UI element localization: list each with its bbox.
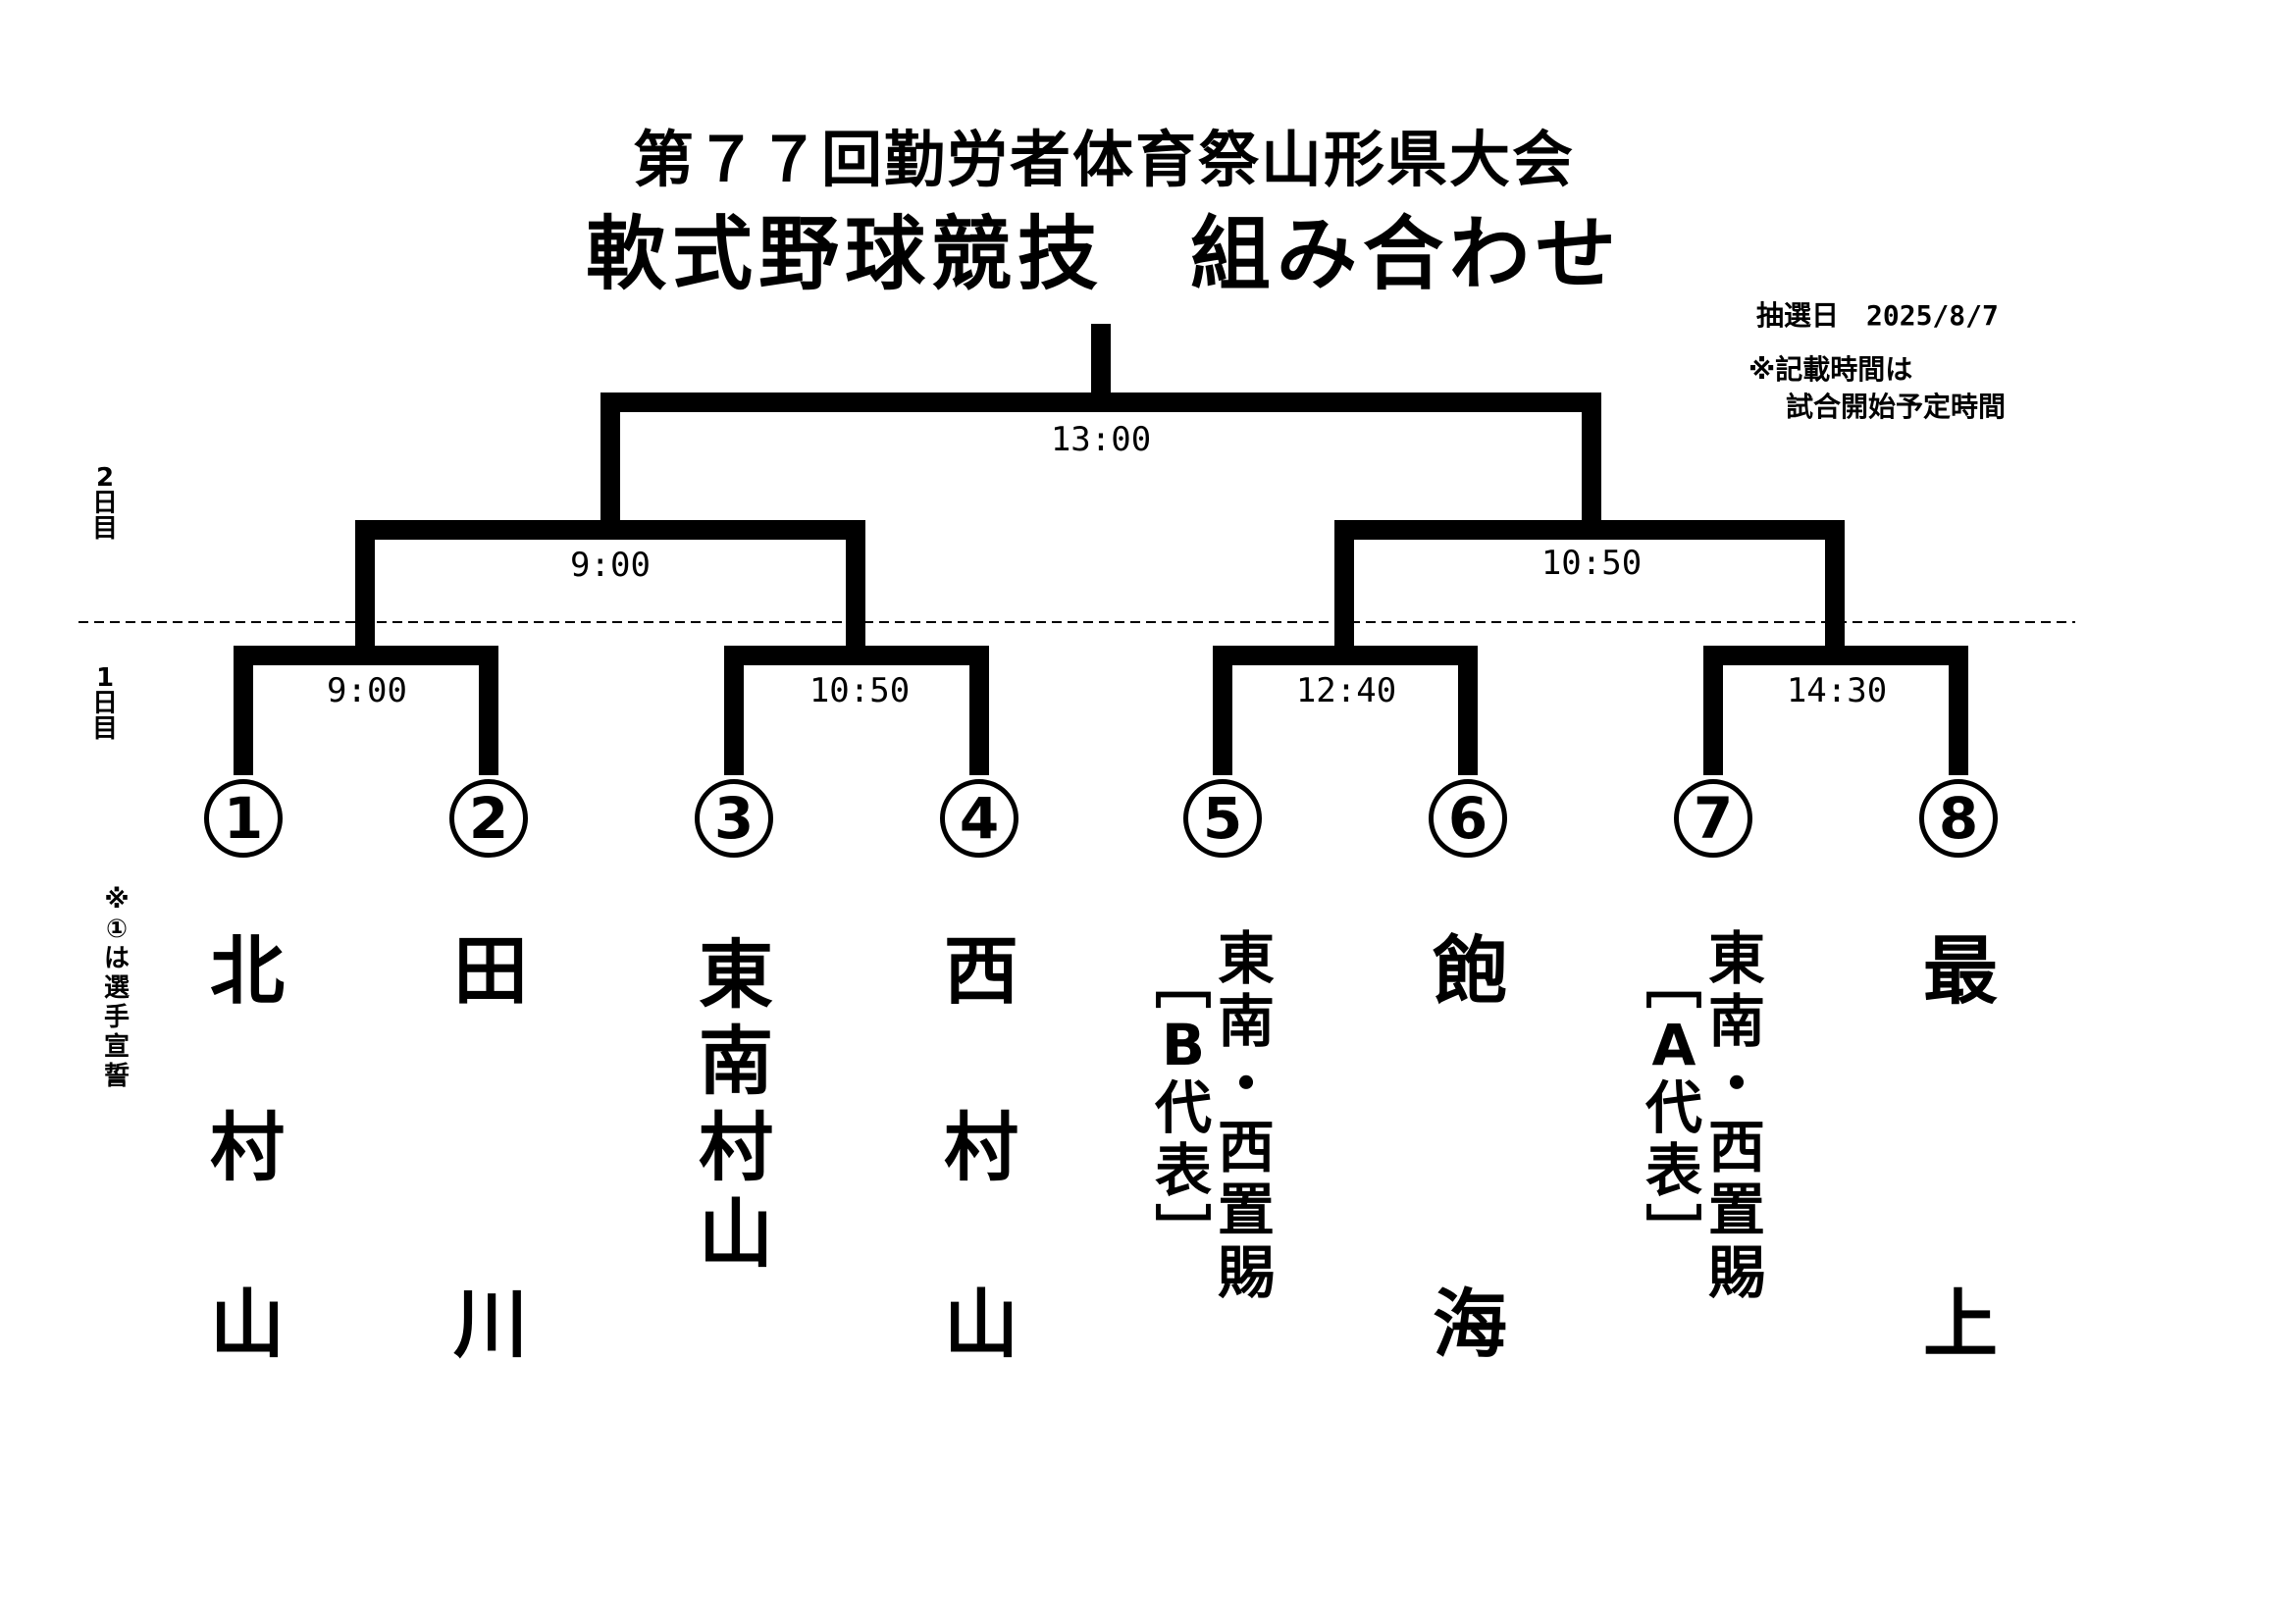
day1-label: 1 日 目 — [90, 665, 120, 742]
oath-char: 宣 — [103, 1032, 130, 1062]
team-char: 置 — [1708, 1177, 1766, 1243]
bracket-line-semi-left — [355, 520, 865, 650]
slot-number-4: 4 — [940, 779, 1018, 858]
team-char: 東 — [1708, 925, 1766, 992]
slot-number-7: 7 — [1674, 779, 1752, 858]
day1-char: 1 — [95, 663, 115, 693]
oath-note: ※ ① は 選 手 宣 誓 — [102, 885, 131, 1091]
team-char: 東 — [699, 931, 773, 1019]
team-3: 東 南 村 山 — [689, 932, 783, 1364]
title-line-2: 軟式野球競技 組み合わせ — [585, 208, 1622, 301]
team-char: 西 — [1708, 1114, 1766, 1180]
bracket-line-final — [600, 393, 1601, 530]
time-semi-left: 9:00 — [570, 546, 651, 585]
team-char: 飽 — [1433, 927, 1507, 1015]
team-paren-char: 表 — [1644, 1137, 1702, 1204]
team-6: 飽 海 — [1423, 932, 1517, 1364]
bracket-line-semi-right — [1334, 520, 1845, 650]
team-char: 村 — [944, 1104, 1018, 1191]
oath-char: 手 — [103, 1003, 130, 1032]
oath-char: ① — [105, 915, 128, 944]
team-char: 川 — [453, 1281, 528, 1368]
team-char: 南 — [1218, 988, 1276, 1055]
team-paren-char: ﹈ — [1644, 1200, 1702, 1267]
team-char: 南 — [699, 1018, 773, 1105]
team-char: 村 — [699, 1104, 773, 1191]
team-7: ﹇ A 代 表 ﹈ 東 南 ・ 西 置 賜 — [1645, 927, 1765, 1304]
oath-char: 誓 — [103, 1062, 130, 1091]
team-char: ・ — [1218, 1051, 1276, 1118]
team-4: 西 村 山 — [934, 932, 1028, 1364]
time-note: ※記載時間は 試合開始予定時間 — [1748, 351, 2006, 426]
team-char: 賜 — [1708, 1239, 1766, 1306]
time-r1-4: 14:30 — [1786, 671, 1888, 710]
team-char: 南 — [1708, 988, 1766, 1055]
bracket-line-r1-2 — [724, 646, 989, 775]
team-char: 最 — [1923, 927, 1998, 1015]
team-8: 最 上 — [1913, 932, 2008, 1364]
team-paren-char: 代 — [1154, 1074, 1212, 1141]
time-r1-1: 9:00 — [327, 671, 407, 710]
team-char: 西 — [1218, 1114, 1276, 1180]
time-note-line-2: 試合開始予定時間 — [1786, 391, 2007, 423]
team-char: 海 — [1433, 1281, 1507, 1368]
team-paren-char: A — [1651, 1012, 1696, 1078]
title-line-1: 第７７回勤労者体育祭山形県大会 — [632, 124, 1575, 195]
slot-number-2: 2 — [449, 779, 528, 858]
team-paren-char: ﹇ — [1154, 949, 1212, 1016]
bracket-line-r1-1 — [234, 646, 498, 775]
day1-char: 日 — [91, 689, 118, 718]
slot-number-6: 6 — [1429, 779, 1507, 858]
team-5: ﹇ B 代 表 ﹈ 東 南 ・ 西 置 賜 — [1155, 927, 1275, 1304]
team-char: 山 — [699, 1190, 773, 1278]
team-paren-char: ﹈ — [1154, 1200, 1212, 1267]
team-paren-char: B — [1161, 1012, 1206, 1078]
team-paren-char: 代 — [1644, 1074, 1702, 1141]
time-final: 13:00 — [1050, 420, 1152, 459]
team-char: ・ — [1708, 1051, 1766, 1118]
time-r1-2: 10:50 — [809, 671, 911, 710]
team-char: 村 — [210, 1104, 285, 1191]
bracket-line-r1-4 — [1703, 646, 1968, 775]
time-note-line-1: ※記載時間は — [1748, 353, 1913, 386]
team-char: 置 — [1218, 1177, 1276, 1243]
slot-number-3: 3 — [695, 779, 773, 858]
team-char: 山 — [210, 1281, 285, 1368]
slot-number-8: 8 — [1919, 779, 1998, 858]
team-2: 田 川 — [444, 932, 538, 1364]
time-semi-right: 10:50 — [1540, 544, 1643, 583]
oath-char: は — [103, 944, 130, 973]
slot-number-1: 1 — [204, 779, 283, 858]
team-1: 北 村 山 — [200, 932, 294, 1364]
day2-label: 2 日 目 — [90, 465, 120, 542]
team-char: 山 — [944, 1281, 1018, 1368]
slot-number-5: 5 — [1183, 779, 1262, 858]
oath-char: 選 — [103, 973, 130, 1003]
team-char: 田 — [453, 927, 528, 1015]
team-paren-char: 表 — [1154, 1137, 1212, 1204]
team-char: 上 — [1923, 1281, 1998, 1368]
team-char: 西 — [944, 927, 1018, 1015]
day1-char: 目 — [91, 714, 118, 744]
team-char: 賜 — [1218, 1239, 1276, 1306]
team-char: 東 — [1218, 925, 1276, 992]
day2-char: 日 — [91, 489, 118, 518]
bracket-line-r1-3 — [1213, 646, 1478, 775]
team-char: 北 — [210, 927, 285, 1015]
day2-char: 2 — [95, 463, 115, 493]
day2-char: 目 — [91, 514, 118, 544]
oath-char: ※ — [104, 885, 130, 915]
time-r1-3: 12:40 — [1295, 671, 1397, 710]
team-paren-char: ﹇ — [1644, 949, 1702, 1016]
draw-date: 抽選日 2025/8/7 — [1756, 299, 1999, 332]
